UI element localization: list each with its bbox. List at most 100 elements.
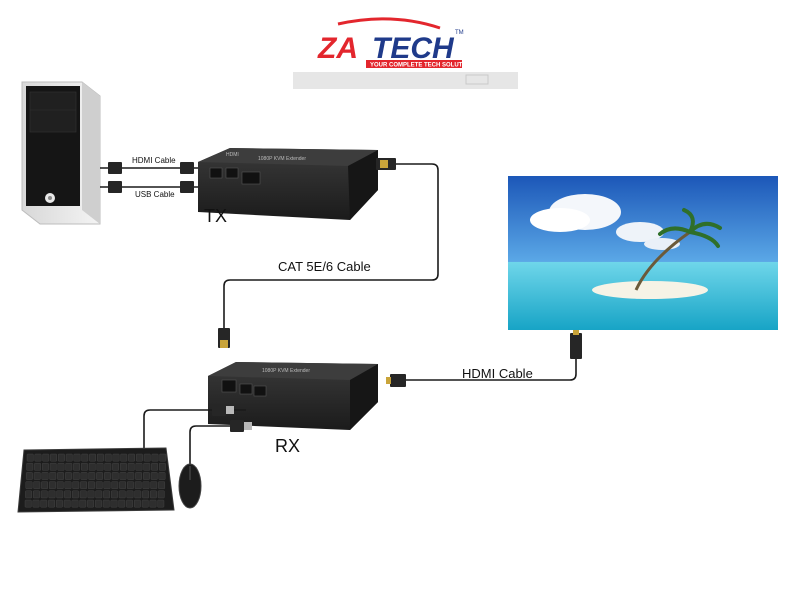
keyboard-key [34, 463, 42, 471]
keyboard-key [33, 472, 41, 480]
keyboard-key [58, 453, 65, 462]
logo-brand-left: ZA [317, 32, 358, 65]
logo-underlay-box [465, 74, 489, 85]
keyboard-key [88, 472, 96, 480]
keyboard-key [50, 453, 58, 462]
keyboard-key [64, 481, 72, 490]
keyboard-key [119, 481, 127, 490]
keyboard-key [33, 490, 40, 499]
rx-label: RX [275, 436, 300, 456]
monitor-cloud [530, 208, 590, 232]
logo-tagline-bar [366, 60, 462, 68]
logo-underlay [293, 72, 518, 89]
keyboard-key [56, 481, 64, 490]
keyboard-key [135, 472, 142, 480]
keyboard-key [120, 453, 128, 462]
keyboard-key [111, 472, 119, 480]
keyboard-key [110, 499, 118, 508]
keyboard-key [126, 490, 134, 499]
hdmi-plug-icon [108, 162, 122, 174]
keyboard-key [49, 481, 56, 490]
keyboard-key [94, 499, 102, 508]
logo-swoosh [337, 17, 441, 30]
rx-extender-device: 1080P KVM Extender [208, 362, 378, 430]
keyboard-key [80, 481, 88, 490]
keyboard-key [73, 463, 81, 471]
keyboard-key [119, 463, 127, 471]
keyboard-key [135, 453, 143, 462]
keyboard-key [103, 490, 111, 499]
keyboard-key [49, 463, 57, 471]
keyboard-key [63, 499, 71, 508]
keyboard-key [150, 472, 158, 480]
keyboard-key [112, 453, 120, 462]
usb-plug-icon [230, 420, 244, 432]
keyboard-key [72, 481, 80, 490]
keyboard-key [71, 490, 79, 499]
tx-port [209, 167, 223, 179]
hdmi-cable-label: HDMI Cable [462, 366, 533, 381]
keyboard-key [65, 463, 73, 471]
keyboard-key [25, 481, 33, 490]
keyboard-key [89, 453, 97, 462]
keyboard-key [48, 499, 56, 508]
hdmi-plug-icon [390, 374, 406, 387]
keyboard-key [127, 472, 135, 480]
keyboard-key [80, 463, 88, 471]
rx-port-usb [239, 383, 253, 395]
keyboard-key [42, 453, 50, 462]
tx-label: TX [204, 206, 227, 226]
tx-device-caption: 1080P KVM Extender [258, 156, 306, 162]
keyboard-key [159, 453, 167, 462]
keyboard-key [141, 499, 149, 508]
cat-cable-label: CAT 5E/6 Cable [278, 259, 371, 274]
keyboard-key [111, 481, 119, 490]
keyboard-key [104, 463, 112, 471]
keyboard-key [119, 472, 127, 480]
keyboard-key [118, 490, 126, 499]
keyboard-icon [17, 447, 175, 513]
logo-trademark: TM [455, 30, 464, 36]
keyboard-key [143, 453, 151, 462]
usb-plug-tip [226, 406, 234, 414]
keyboard-key [103, 481, 111, 490]
hdmi-cable-rx-monitor [386, 330, 582, 387]
keyboard-key [87, 490, 95, 499]
keyboard-key [42, 463, 49, 471]
usb-plug-icon [108, 181, 122, 193]
tx-port [225, 167, 239, 179]
keyboard-key [112, 463, 120, 471]
keyboard-key [158, 463, 166, 471]
keyboard-key [104, 453, 112, 462]
keyboard-key [149, 490, 157, 499]
rx-port-rj45 [221, 379, 237, 393]
keyboard-key [134, 490, 142, 499]
keyboard-key [134, 481, 142, 490]
keyboard-key [87, 481, 95, 490]
keyboard-key [25, 490, 32, 499]
keyboard-key [118, 499, 126, 508]
rx-port-usb [253, 385, 267, 397]
keyboard-key [41, 481, 49, 490]
keyboard-key [158, 472, 166, 480]
keyboard-keys [24, 453, 167, 508]
tx-hdmi-badge: HDMI [226, 152, 239, 158]
monitor-palm-trunk [634, 230, 691, 291]
keyboard-key [40, 490, 48, 499]
keyboard-key [128, 453, 135, 462]
keyboard-key [64, 490, 72, 499]
keyboard-key [126, 499, 134, 508]
keyboard-key [57, 463, 65, 471]
keyboard-key [110, 490, 118, 499]
brand-logo: ZA TECH TM YOUR COMPLETE TECH SOLUTION [293, 17, 518, 89]
keyboard-key [96, 472, 104, 480]
keyboard-key [26, 472, 33, 480]
keyboard-key [151, 453, 159, 462]
keyboard-key [48, 490, 56, 499]
keyboard-key [65, 453, 73, 462]
keyboard-key [143, 463, 151, 471]
keyboard-key [95, 490, 103, 499]
keyboard-key [157, 490, 165, 499]
rx-usb-cables [143, 404, 252, 464]
